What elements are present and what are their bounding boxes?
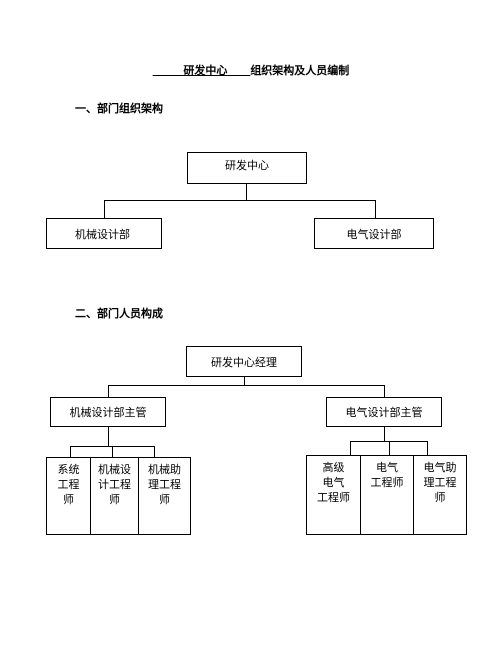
org-connector <box>246 184 247 200</box>
mech-manager-box: 机械设计部主管 <box>50 397 166 427</box>
role-mechanical-assistant-engineer: 机械助 理工程 师 <box>138 457 191 535</box>
staff-connector <box>108 385 109 397</box>
role-electrical-engineer: 电气 工程师 <box>360 455 414 535</box>
role-text-line: 电气助 <box>423 461 457 474</box>
org-connector <box>375 200 376 218</box>
title-center-name: 研发中心 <box>183 64 228 77</box>
mech-connector <box>70 446 71 457</box>
role-text-line: 师 <box>434 491 446 504</box>
section2-heading: 二、部门人员构成 <box>75 307 163 320</box>
role-mechanical-design-engineer: 机械设 计工程 师 <box>90 457 139 535</box>
section1-heading: 一、部门组织架构 <box>75 102 163 115</box>
role-text-line: 电气 <box>376 461 398 474</box>
role-text-line: 师 <box>63 493 74 506</box>
role-text-line: 工程师 <box>317 491 350 504</box>
role-text-line: 工程师 <box>370 476 404 489</box>
org-connector <box>104 200 105 218</box>
role-text-line: 机械设 <box>98 463 131 476</box>
mech-connector <box>108 427 109 446</box>
staff-connector <box>108 385 384 386</box>
role-text-line: 机械助 <box>148 463 181 476</box>
role-text-line: 理工程 <box>423 476 457 489</box>
role-electrical-assistant-engineer: 电气助 理工程 师 <box>413 455 467 535</box>
org-child-electrical: 电气设计部 <box>314 218 434 249</box>
document-title: 研发中心 组织架构及人员编制 <box>0 62 502 78</box>
role-text-line: 计工程 <box>98 478 131 491</box>
org-child-mechanical: 机械设计部 <box>46 218 162 249</box>
role-senior-electrical-engineer: 高级 电气 工程师 <box>306 455 361 535</box>
staff-root-box: 研发中心经理 <box>186 346 302 377</box>
role-text-line: 高级 <box>322 461 345 474</box>
mech-connector <box>112 446 113 457</box>
mech-connector <box>154 446 155 457</box>
elec-connector <box>389 441 390 455</box>
org-connector <box>104 200 376 201</box>
title-rest: 组织架构及人员编制 <box>250 64 350 77</box>
role-system-engineer: 系统 工程 师 <box>46 457 91 535</box>
elec-connector <box>384 427 385 441</box>
role-text-line: 理工程 <box>148 478 181 491</box>
title-blank-before <box>153 64 184 77</box>
role-text-line: 系统 <box>57 463 80 476</box>
elec-connector <box>350 441 351 455</box>
staff-connector <box>384 385 385 397</box>
title-blank-after <box>227 64 250 77</box>
role-text-line: 电气 <box>322 476 345 489</box>
elec-connector <box>427 441 428 455</box>
role-text-line: 师 <box>109 493 120 506</box>
role-text-line: 工程 <box>57 478 80 491</box>
org-root-box: 研发中心 <box>187 152 307 184</box>
elec-manager-box: 电气设计部主管 <box>326 397 442 427</box>
role-text-line: 师 <box>159 493 170 506</box>
staff-connector <box>244 377 245 385</box>
